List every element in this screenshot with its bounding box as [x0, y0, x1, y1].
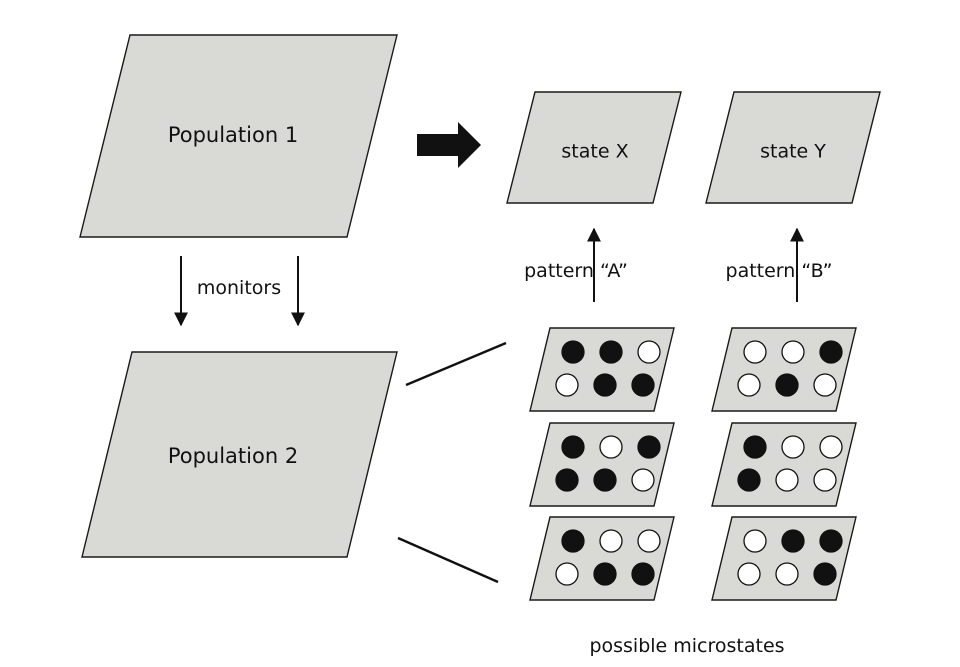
- population-1-box: Population 1: [79, 34, 398, 238]
- empty-dot: [743, 529, 767, 553]
- empty-dot: [599, 529, 623, 553]
- microstate-panel-shape: [529, 422, 675, 507]
- possible-microstates-label: possible microstates: [589, 635, 784, 657]
- empty-dot: [775, 468, 799, 492]
- empty-dot: [637, 529, 661, 553]
- pattern-b-label: pattern “B”: [726, 260, 833, 282]
- empty-dot: [555, 373, 579, 397]
- empty-dot: [813, 373, 837, 397]
- empty-dot: [819, 435, 843, 459]
- connector-line-top: [405, 341, 507, 387]
- filled-dot: [561, 529, 585, 553]
- microstate-panel-b-3: [711, 516, 857, 601]
- filled-dot: [599, 340, 623, 364]
- empty-dot: [737, 562, 761, 586]
- empty-dot: [631, 468, 655, 492]
- microstate-panel-b-1: [711, 327, 857, 412]
- microstate-panel-a-2: [529, 422, 675, 507]
- microstate-panel-a-1: [529, 327, 675, 412]
- filled-dot: [593, 468, 617, 492]
- filled-dot: [561, 435, 585, 459]
- big-right-arrow-icon: [417, 122, 481, 168]
- microstate-panel-a-3: [529, 516, 675, 601]
- population-1-label: Population 1: [168, 123, 298, 147]
- filled-dot: [631, 373, 655, 397]
- empty-dot: [743, 340, 767, 364]
- empty-dot: [781, 435, 805, 459]
- microstate-panel-shape: [711, 327, 857, 412]
- filled-dot: [593, 373, 617, 397]
- empty-dot: [737, 373, 761, 397]
- filled-dot: [743, 435, 767, 459]
- microstate-panel-shape: [711, 422, 857, 507]
- filled-dot: [631, 562, 655, 586]
- filled-dot: [555, 468, 579, 492]
- filled-dot: [819, 340, 843, 364]
- state-x-label: state X: [561, 141, 628, 163]
- filled-dot: [593, 562, 617, 586]
- microstate-panel-b-2: [711, 422, 857, 507]
- microstate-panel-shape: [711, 516, 857, 601]
- filled-dot: [637, 435, 661, 459]
- microstate-panel-shape: [529, 516, 675, 601]
- empty-dot: [555, 562, 579, 586]
- microstate-panel-shape: [529, 327, 675, 412]
- filled-dot: [813, 562, 837, 586]
- filled-dot: [775, 373, 799, 397]
- population-2-box: Population 2: [81, 351, 398, 558]
- state-y-label: state Y: [760, 141, 826, 163]
- population-2-label: Population 2: [168, 444, 298, 468]
- monitors-label: monitors: [197, 277, 281, 299]
- connector-line-bottom: [397, 536, 499, 584]
- empty-dot: [781, 340, 805, 364]
- filled-dot: [819, 529, 843, 553]
- empty-dot: [813, 468, 837, 492]
- filled-dot: [781, 529, 805, 553]
- filled-dot: [737, 468, 761, 492]
- state-y-box: state Y: [705, 91, 881, 204]
- filled-dot: [561, 340, 585, 364]
- pattern-a-label: pattern “A”: [524, 260, 628, 282]
- microstates-grid: [529, 327, 857, 601]
- empty-dot: [599, 435, 623, 459]
- state-x-box: state X: [506, 91, 682, 204]
- empty-dot: [775, 562, 799, 586]
- empty-dot: [637, 340, 661, 364]
